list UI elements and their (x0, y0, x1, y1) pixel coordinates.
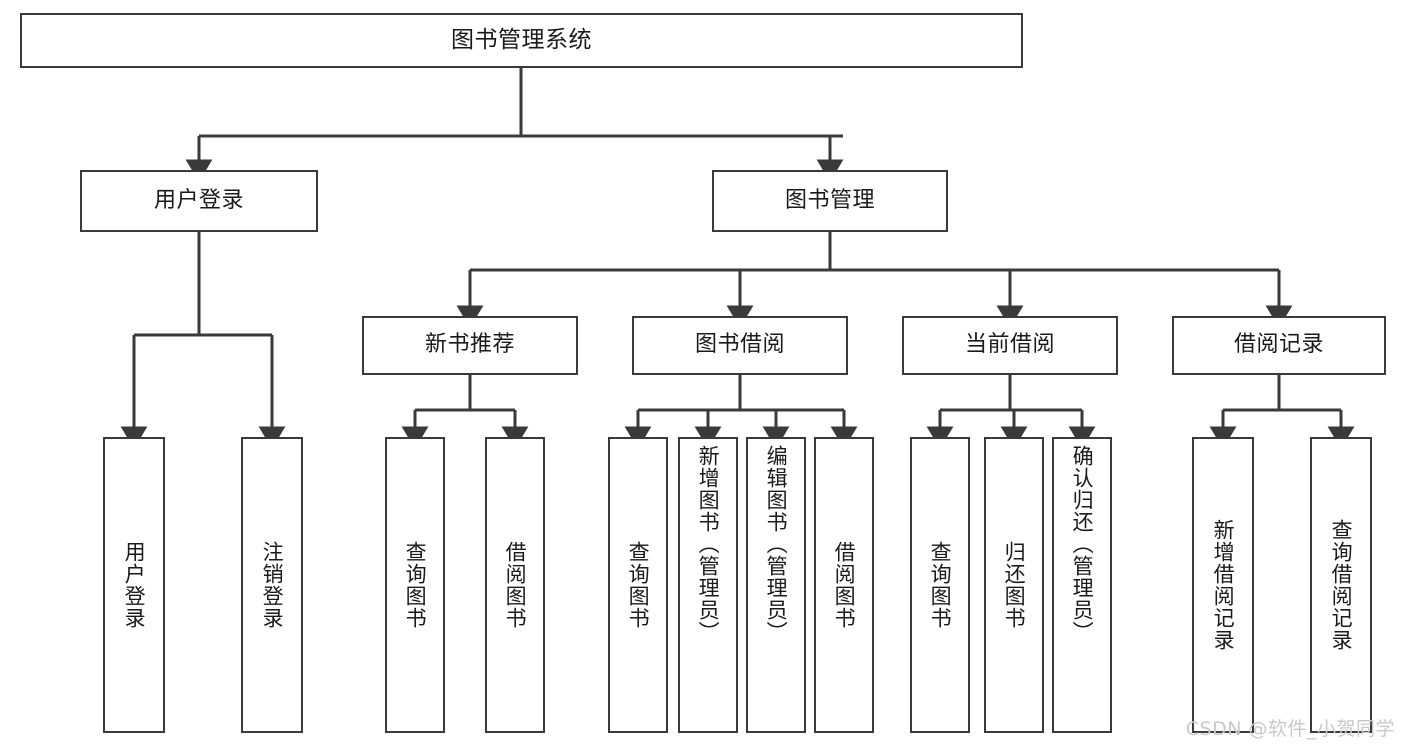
node-root[interactable]: 图书管理系统 (20, 13, 1023, 68)
node-root-label: 图书管理系统 (451, 26, 592, 53)
node-new-book-recommend-label: 新书推荐 (424, 332, 515, 358)
node-current-borrow[interactable]: 当前借阅 (902, 316, 1118, 375)
node-book-borrow[interactable]: 图书借阅 (632, 316, 848, 375)
node-leaf-query-borrow-record-label: 查询借阅记录 (1329, 519, 1354, 651)
node-current-borrow-label: 当前借阅 (964, 332, 1055, 358)
node-leaf-return-book-label: 归还图书 (1002, 541, 1027, 629)
node-leaf-add-borrow-record[interactable]: 新增借阅记录 (1192, 437, 1254, 733)
node-leaf-borrow-book-recommend[interactable]: 借阅图书 (485, 437, 545, 733)
node-book-management-label: 图书管理 (784, 187, 875, 213)
node-leaf-query-borrow-record[interactable]: 查询借阅记录 (1310, 437, 1372, 733)
node-book-management[interactable]: 图书管理 (712, 170, 948, 232)
node-leaf-borrow-book-recommend-label: 借阅图书 (503, 541, 528, 629)
node-leaf-borrow-book-label: 借阅图书 (832, 541, 857, 629)
node-leaf-return-book[interactable]: 归还图书 (984, 437, 1044, 733)
node-new-book-recommend[interactable]: 新书推荐 (362, 316, 578, 375)
node-leaf-user-login-label: 用户登录 (122, 541, 147, 629)
watermark: CSDN @软件_小贺同学 (1185, 718, 1395, 740)
node-leaf-query-book-recommend[interactable]: 查询图书 (385, 437, 445, 733)
node-leaf-add-borrow-record-label: 新增借阅记录 (1211, 519, 1236, 651)
node-borrow-record[interactable]: 借阅记录 (1172, 316, 1386, 375)
node-leaf-query-book-borrow-label: 查询图书 (626, 541, 651, 629)
node-leaf-add-book-admin[interactable]: 新增图书（管理员） (678, 437, 738, 733)
node-book-borrow-label: 图书借阅 (694, 332, 785, 358)
node-leaf-query-book-current[interactable]: 查询图书 (910, 437, 970, 733)
node-leaf-confirm-return-admin[interactable]: 确认归还（管理员） (1052, 437, 1112, 733)
node-leaf-user-logout-label: 注销登录 (260, 541, 285, 629)
node-leaf-confirm-return-admin-label: 确认归还（管理员） (1070, 445, 1095, 643)
node-leaf-borrow-book[interactable]: 借阅图书 (814, 437, 874, 733)
node-user-login[interactable]: 用户登录 (80, 170, 318, 232)
node-leaf-edit-book-admin[interactable]: 编辑图书（管理员） (746, 437, 806, 733)
node-borrow-record-label: 借阅记录 (1233, 332, 1324, 358)
node-leaf-user-logout[interactable]: 注销登录 (241, 437, 303, 733)
node-leaf-add-book-admin-label: 新增图书（管理员） (696, 445, 721, 643)
node-leaf-edit-book-admin-label: 编辑图书（管理员） (764, 445, 789, 643)
node-leaf-user-login[interactable]: 用户登录 (103, 437, 165, 733)
node-leaf-query-book-borrow[interactable]: 查询图书 (608, 437, 668, 733)
node-user-login-label: 用户登录 (153, 187, 244, 213)
node-leaf-query-book-recommend-label: 查询图书 (403, 541, 428, 629)
node-leaf-query-book-current-label: 查询图书 (928, 541, 953, 629)
